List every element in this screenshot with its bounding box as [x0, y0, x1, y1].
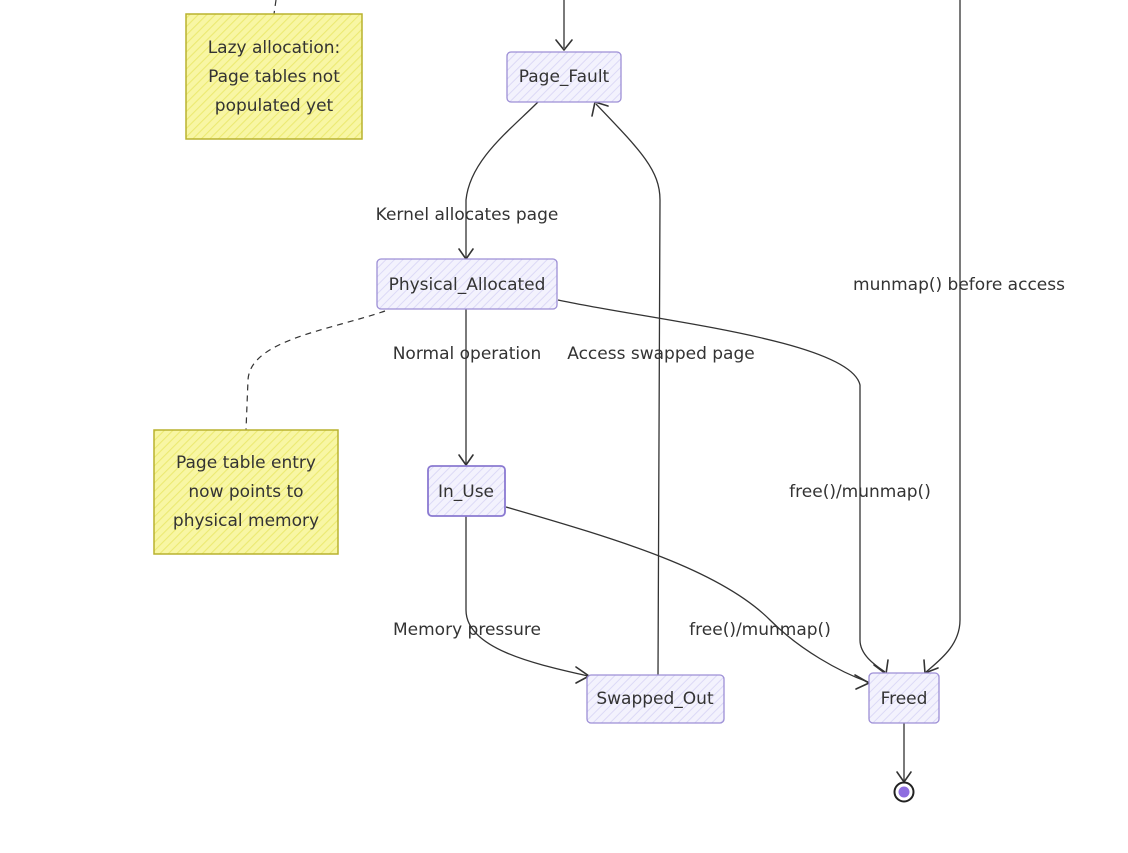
note-lazy-allocation: Lazy allocation: Page tables not populat…	[185, 13, 363, 140]
state-swapped-out-label: Swapped_Out	[596, 689, 714, 709]
label-memory-pressure: Memory pressure	[393, 620, 541, 640]
note-page-table-entry-line-3: physical memory	[173, 511, 319, 531]
label-munmap-before-access: munmap() before access	[853, 275, 1065, 295]
state-physical-allocated-label: Physical_Allocated	[389, 275, 546, 295]
edges	[245, 0, 961, 783]
note-page-table-entry: Page table entry now points to physical …	[153, 429, 339, 555]
label-kernel-allocates-page: Kernel allocates page	[376, 205, 559, 225]
edge-labels: Kernel allocates page Normal operation A…	[376, 205, 1065, 640]
edge-physical-allocated-to-freed	[557, 299, 886, 673]
label-free-munmap-from-allocated: free()/munmap()	[789, 482, 931, 502]
state-page-fault[interactable]: Page_Fault	[506, 51, 622, 103]
end-state-icon	[893, 781, 915, 803]
note-connector-lazy-allocation	[273, 0, 277, 15]
edge-swapped-out-to-page-fault	[595, 103, 661, 676]
note-lazy-allocation-line-3: populated yet	[215, 96, 334, 116]
label-free-munmap-from-in-use: free()/munmap()	[689, 620, 831, 640]
arrowhead-icon	[923, 659, 939, 674]
arrowhead-icon	[873, 659, 889, 675]
note-connector-page-table-entry	[245, 310, 386, 431]
note-page-table-entry-line-1: Page table entry	[176, 453, 316, 473]
state-page-fault-label: Page_Fault	[519, 67, 610, 87]
arrowhead-icon	[555, 39, 573, 51]
note-page-table-entry-line-2: now points to	[188, 482, 303, 502]
state-in-use[interactable]: In_Use	[427, 465, 506, 517]
note-lazy-allocation-line-2: Page tables not	[208, 67, 340, 87]
note-lazy-allocation-line-1: Lazy allocation:	[208, 38, 341, 58]
edge-in-use-to-swapped-out	[465, 516, 589, 677]
label-access-swapped-page: Access swapped page	[567, 344, 754, 364]
edge-in-use-to-freed	[505, 506, 869, 683]
state-freed-label: Freed	[881, 689, 928, 709]
state-freed[interactable]: Freed	[868, 672, 940, 724]
state-in-use-label: In_Use	[438, 482, 494, 502]
arrowhead-icon	[854, 674, 870, 690]
edge-entry-to-freed	[925, 0, 961, 673]
label-normal-operation: Normal operation	[393, 344, 542, 364]
arrowhead-icon	[458, 454, 474, 466]
state-physical-allocated[interactable]: Physical_Allocated	[376, 258, 558, 310]
state-swapped-out[interactable]: Swapped_Out	[586, 674, 725, 724]
edge-page-fault-to-physical-allocated	[465, 101, 539, 258]
